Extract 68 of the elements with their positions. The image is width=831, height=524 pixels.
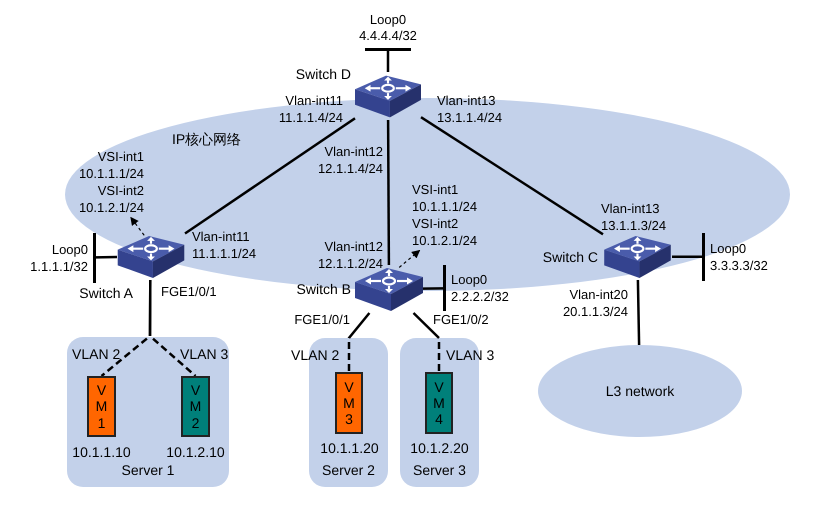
interface-label: Loop0 [368,12,408,28]
interface-label: Vlan-int12 [324,238,383,255]
link-line [412,312,440,372]
interface-label: 10.1.1.1/24 [78,165,144,182]
server-label: Server 3 [412,461,467,480]
interface-label: Vlan-int20 [569,286,628,303]
link-line [636,280,640,346]
interface-label: 11.1.1.1/24 [192,245,256,262]
interface-label: VSI-int1 [96,148,144,165]
interface-label: FGE1/0/1 [294,311,350,328]
link-line [386,51,390,72]
interface-label: 1.1.1.1/32 [30,258,88,275]
link-line [96,256,118,259]
interface-label: Vlan-int12 [324,143,383,160]
switch-label: Switch A [78,284,133,303]
switch-label: Switch D [294,65,351,84]
edge-label: VLAN 2 [72,345,120,364]
network-label: L3 network [606,382,674,400]
server-box [67,337,229,487]
interface-label: 11.1.1.4/24 [278,109,343,126]
edge-label: VLAN 2 [291,346,340,365]
interface-label: 2.2.2.2/32 [451,288,509,305]
switch-label: Switch B [296,280,351,299]
switch-label: Switch C [542,248,598,267]
interface-label: 13.1.1.4/24 [437,109,502,126]
interface-label: FGE1/0/1 [161,283,217,300]
interface-label: Loop0 [710,240,748,257]
interface-label: VSI-int2 [412,215,460,232]
interface-label: 12.1.1.4/24 [318,160,383,177]
link-line [184,117,356,235]
interface-label: 3.3.3.3/32 [710,257,768,274]
interface-label: Vlan-int13 [437,92,496,109]
ip-address: 10.1.1.10 [71,443,132,462]
link-line [148,280,196,377]
dashed-arrow [130,216,145,236]
interface-label: VSI-int1 [412,181,460,198]
interface-label: Loop0 [451,271,488,288]
server-label: Server 1 [120,461,176,480]
link-line [672,255,702,258]
edge-label: VLAN 3 [446,346,494,365]
interface-label: Vlan-int11 [192,228,250,245]
interface-label: 13.1.1.3/24 [601,217,666,234]
vm-label: VM1 [94,382,108,431]
interface-label: VSI-int2 [96,182,144,199]
link-line [422,287,444,290]
dashed-arrow [398,250,420,268]
interface-label: 10.1.2.1/24 [78,199,144,216]
ip-address: 10.1.2.20 [409,439,470,458]
vm-label: VM3 [342,378,356,428]
interface-label: 10.1.1.1/24 [412,198,478,215]
network-label: IP核心网络 [172,131,242,148]
link-line [386,120,390,265]
server-label: Server 2 [321,461,376,480]
interface-label: Vlan-int11 [285,92,343,109]
link-line [348,312,370,372]
interface-label: 10.1.2.1/24 [412,232,478,249]
vm-label: VM4 [432,378,446,428]
interface-label: 20.1.1.3/24 [562,303,628,320]
ip-address: 10.1.1.20 [319,439,380,458]
vm-label: VM2 [188,382,202,431]
interface-label: FGE1/0/2 [433,311,489,328]
interface-label: 12.1.1.2/24 [318,255,383,272]
interface-label: 4.4.4.4/32 [359,28,417,44]
edge-label: VLAN 3 [180,345,228,364]
interface-label: Loop0 [50,241,88,258]
interface-label: Vlan-int13 [601,200,660,217]
link-line [420,116,604,236]
ip-address: 10.1.2.10 [165,443,226,462]
